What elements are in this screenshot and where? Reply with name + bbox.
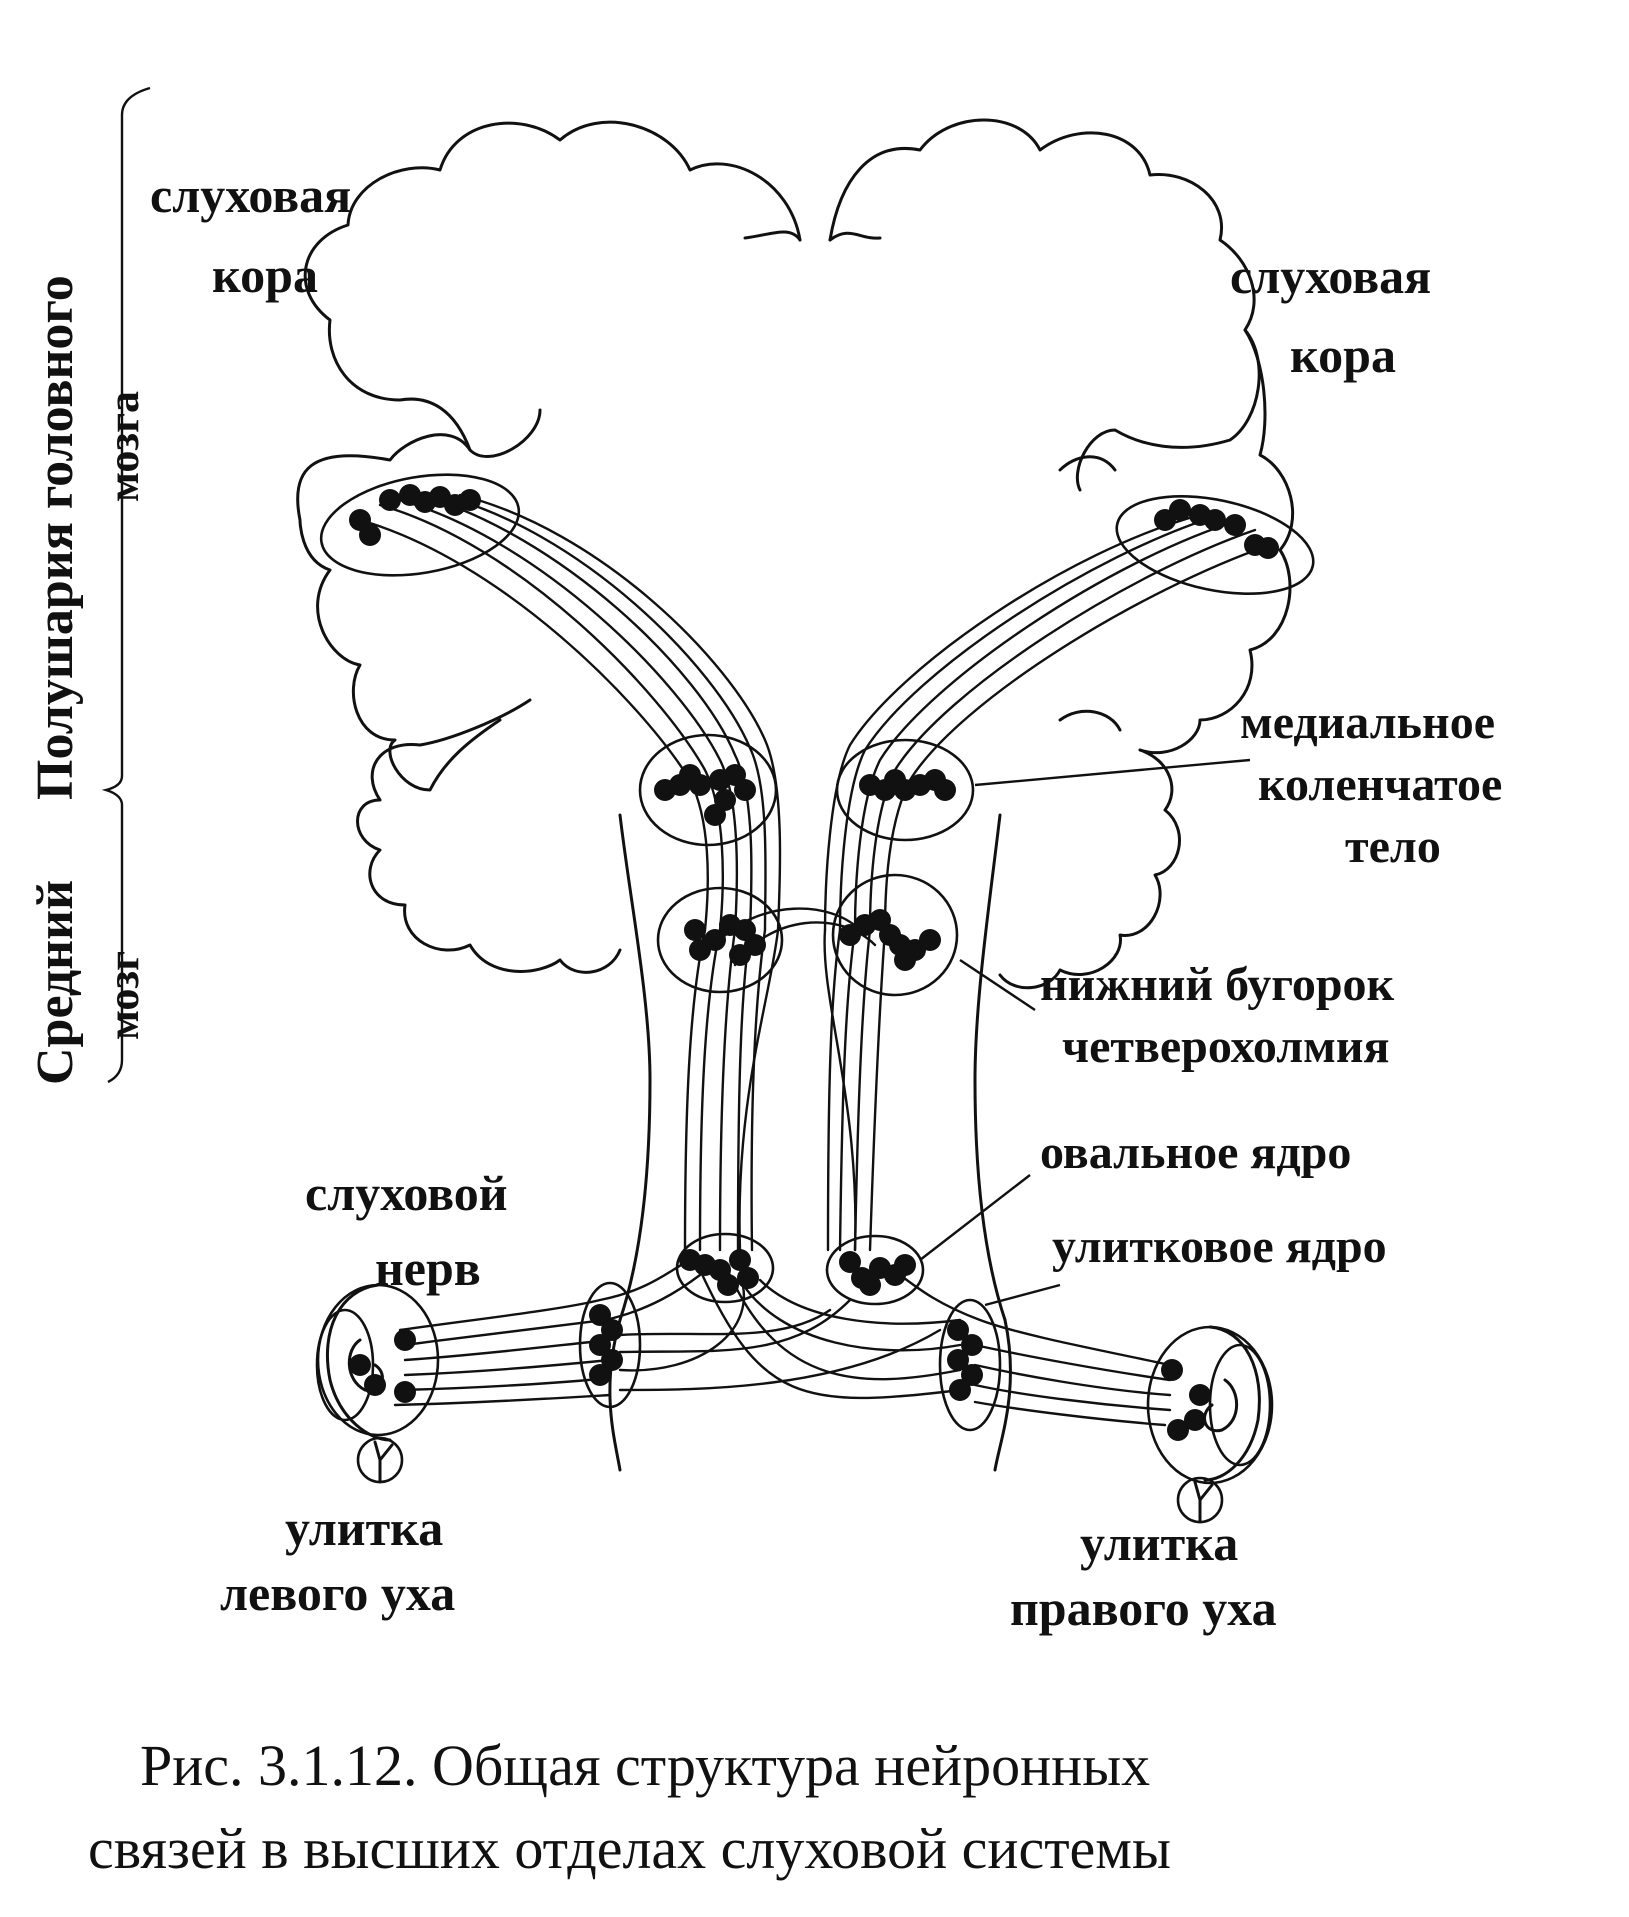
fibers-midbrain-columns — [683, 928, 887, 1252]
text-labels: слуховая кора слуховая кора медиальное к… — [150, 167, 1514, 1636]
caption-line-2: связей в высших отделах слуховой системы — [88, 1816, 1171, 1881]
neuron-cell — [364, 1374, 386, 1396]
leader-inferior-colliculus — [959, 959, 1036, 1011]
caption-line-1: Рис. 3.1.12. Общая структура нейронных — [140, 1733, 1150, 1798]
neuron-cell — [737, 1267, 759, 1289]
left-cochlear-nucleus-ring — [675, 1232, 775, 1304]
right-hemisphere — [828, 118, 1261, 492]
neuron-cell — [947, 1319, 969, 1341]
neuron-cell — [1189, 1384, 1211, 1406]
leader-medial-geniculate — [974, 758, 1251, 787]
label-cochlear-nucleus: улитковое ядро — [1052, 1220, 1387, 1273]
label-medial-geniculate: медиальное коленчатое тело — [1240, 696, 1514, 873]
neuron-cell — [589, 1334, 611, 1356]
left-temporal-lobe — [356, 742, 622, 974]
neuron-cell — [379, 489, 401, 511]
neuron-cell — [1167, 1419, 1189, 1441]
leader-cochlear-nucleus — [984, 1283, 1061, 1307]
neuron-cell — [394, 1329, 416, 1351]
fibers-right-nerve — [698, 1268, 1172, 1427]
brainstem-left — [618, 813, 652, 1322]
neuron-cell — [1204, 509, 1226, 531]
neuron-cell — [729, 944, 751, 966]
right-cortex-ring — [1115, 495, 1315, 595]
neuron-cell — [717, 1274, 739, 1296]
neuron-cell — [459, 489, 481, 511]
neuron-cell — [919, 929, 941, 951]
neuron-cell — [734, 779, 756, 801]
neuron-cell — [949, 1379, 971, 1401]
left-medial-geniculate-ring — [638, 733, 778, 847]
neuron-cell — [961, 1364, 983, 1386]
neuron-cell — [394, 1381, 416, 1403]
label-inferior-colliculus: нижний бугорок четверохолмия — [1040, 958, 1406, 1073]
hemispheres-bracket — [101, 86, 151, 806]
left-cochlea — [315, 1283, 440, 1484]
left-nerve-ganglion-ring — [578, 1281, 642, 1409]
label-oval-nucleus: овальное ядро — [1040, 1126, 1351, 1179]
neuron-cell — [934, 779, 956, 801]
right-cochlea — [1146, 1325, 1274, 1524]
left-colliculus-ring — [656, 886, 784, 994]
neuron-cell — [704, 804, 726, 826]
neuron-cell — [359, 524, 381, 546]
brain-outline — [296, 118, 1295, 1472]
fibers-left-cortex — [358, 493, 782, 932]
neuron-cell — [589, 1364, 611, 1386]
neuron-cell — [689, 774, 711, 796]
neuron-cell — [961, 1334, 983, 1356]
left-cortex-ring — [319, 473, 521, 577]
neuron-cell — [1169, 499, 1191, 521]
neuron-cell — [601, 1349, 623, 1371]
neuron-cell — [839, 1251, 861, 1273]
neuron-cell — [729, 1249, 751, 1271]
neuron-cell — [894, 1254, 916, 1276]
midbrain-label: Средний — [27, 880, 84, 1085]
left-hemisphere — [296, 120, 802, 792]
right-nerve-ganglion-ring — [938, 1298, 1002, 1432]
neuron-cell — [684, 919, 706, 941]
midbrain-label-line2: мозг — [99, 951, 148, 1040]
hemispheres-label-line2: мозга — [99, 391, 148, 502]
fibers-right-cortex — [823, 513, 1272, 932]
label-right-cochlea: улитка правого уха — [1010, 1515, 1277, 1636]
label-auditory-cortex-right: слуховая кора — [1230, 248, 1444, 383]
label-auditory-cortex-left: слуховая кора — [150, 167, 364, 303]
neuron-cell — [1257, 537, 1279, 559]
neuron-cell — [947, 1349, 969, 1371]
neuron-cell — [1161, 1359, 1183, 1381]
leader-lines — [919, 758, 1251, 1307]
midbrain-bracket — [107, 805, 124, 1084]
hemispheres-label: Полушария головного — [27, 275, 84, 800]
neuron-cell — [894, 949, 916, 971]
neuron-cell — [704, 929, 726, 951]
neuron-cell — [589, 1304, 611, 1326]
leader-oval-nucleus — [919, 1174, 1031, 1261]
neuron-cell — [859, 1274, 881, 1296]
brainstem-right — [973, 813, 1007, 1322]
right-temporal-lobe — [998, 748, 1181, 990]
label-auditory-nerve: слуховой нерв — [305, 1165, 520, 1296]
neuron-cell — [1184, 1409, 1206, 1431]
right-medial-geniculate-ring — [835, 738, 975, 842]
side-labels: Средний Полушария головного мозг мозга — [27, 86, 151, 1085]
right-cochlear-nucleus-ring — [825, 1234, 925, 1306]
right-colliculus-ring — [831, 873, 959, 997]
neuron-cells — [349, 484, 1279, 1441]
label-left-cochlea: улитка левого уха — [220, 1500, 456, 1621]
nuclei-rings — [319, 473, 1315, 1432]
figure-caption: Рис. 3.1.12. Общая структура нейронных с… — [88, 1733, 1171, 1881]
neuron-cell — [1224, 514, 1246, 536]
neuron-cell — [601, 1319, 623, 1341]
neuron-cell — [349, 1354, 371, 1376]
